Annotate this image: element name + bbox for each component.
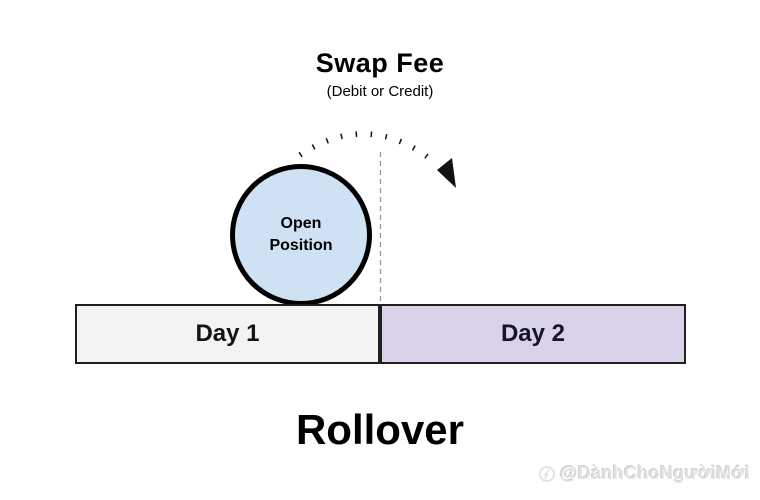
swap-fee-title: Swap Fee (315, 48, 445, 78)
day1-label: Day 1 (195, 320, 260, 347)
watermark-handle: @DànhChoNgườiMới (560, 463, 750, 483)
open-position-circle: Open Position (230, 164, 372, 306)
rollover-title: Rollover (295, 406, 465, 453)
day2-bar: Day 2 (380, 304, 686, 364)
arrowhead-icon (437, 158, 456, 188)
dotted-curved-arrow-icon (298, 131, 435, 164)
watermark: @DànhChoNgườiMới (538, 463, 750, 484)
watermark-logo-icon (539, 465, 555, 482)
day2-label: Day 2 (500, 320, 566, 347)
header: Swap Fee (Debit or Credit) (0, 48, 760, 100)
day1-bar: Day 1 (75, 304, 380, 364)
swap-fee-subtitle: (Debit or Credit) (326, 83, 434, 100)
open-position-label: Open Position (269, 215, 333, 254)
